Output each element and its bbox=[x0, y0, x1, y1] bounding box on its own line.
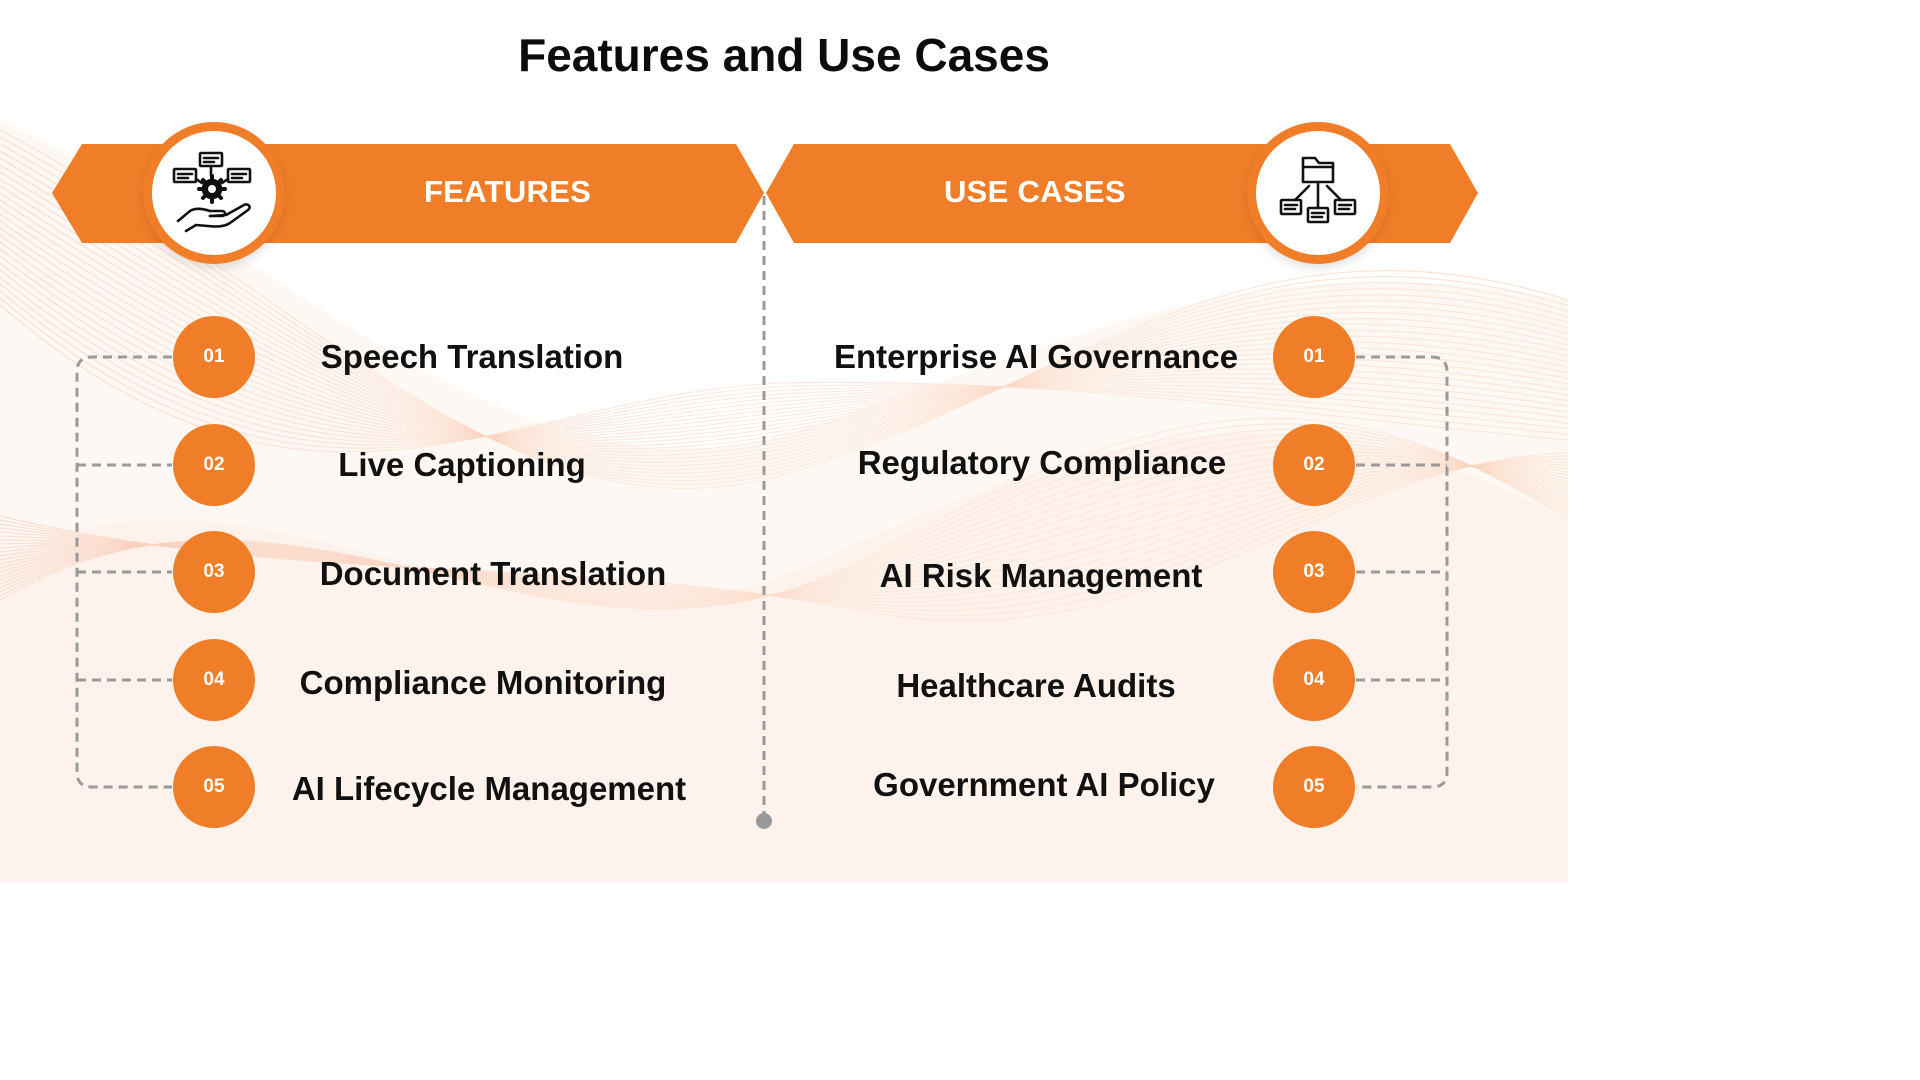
use-cases-header: USE CASES bbox=[944, 174, 1126, 209]
use-cases-item-label-03: AI Risk Management bbox=[879, 557, 1203, 594]
folder-hierarchy-icon bbox=[1279, 156, 1357, 224]
use-cases-item-label-04: Healthcare Audits bbox=[896, 667, 1176, 704]
wave-line bbox=[0, 283, 1568, 443]
use-cases-item-label-02: Regulatory Compliance bbox=[857, 444, 1227, 481]
wave-line bbox=[0, 297, 1568, 449]
hand-gear-network-icon bbox=[172, 151, 252, 233]
features-item-label-03: Document Translation bbox=[319, 555, 667, 592]
use-cases-icon-circle bbox=[1247, 122, 1389, 264]
features-badge-01: 01 bbox=[173, 316, 255, 398]
wave-line bbox=[0, 178, 1568, 463]
use-cases-item-label-01: Enterprise AI Governance bbox=[833, 338, 1239, 375]
wave-line bbox=[0, 276, 1568, 441]
wave-line bbox=[0, 304, 1568, 453]
features-item-label-01: Speech Translation bbox=[320, 338, 624, 375]
infographic: Features and Use Cases FEATURES USE CASE… bbox=[0, 29, 1568, 882]
wave-background bbox=[0, 120, 1568, 882]
use-cases-badge-02: 02 bbox=[1273, 424, 1355, 506]
use-cases-badge-05: 05 bbox=[1273, 746, 1355, 828]
features-icon-circle bbox=[143, 122, 285, 264]
use-cases-badge-01: 01 bbox=[1273, 316, 1355, 398]
wave-line bbox=[0, 423, 1568, 609]
features-badge-04: 04 bbox=[173, 639, 255, 721]
wave-line bbox=[0, 417, 1568, 610]
wave-line bbox=[0, 150, 1568, 478]
use-cases-badge-04: 04 bbox=[1273, 639, 1355, 721]
wave-line bbox=[0, 129, 1568, 489]
wave-line bbox=[0, 164, 1568, 471]
wave-line bbox=[0, 290, 1568, 446]
features-badge-05: 05 bbox=[173, 746, 255, 828]
wave-line bbox=[0, 157, 1568, 474]
wave-line bbox=[0, 136, 1568, 486]
wave-line bbox=[0, 143, 1568, 482]
features-header: FEATURES bbox=[424, 174, 592, 209]
wave-line bbox=[0, 458, 1568, 611]
features-item-label-02: Live Captioning bbox=[338, 446, 586, 483]
features-item-label-05: AI Lifecycle Management bbox=[291, 770, 687, 807]
page-title: Features and Use Cases bbox=[518, 29, 1050, 81]
features-badge-02: 02 bbox=[173, 424, 255, 506]
wave-line bbox=[0, 455, 1568, 617]
center-divider-end bbox=[756, 813, 772, 829]
wave-line bbox=[0, 452, 1568, 622]
wave-line bbox=[0, 462, 1568, 603]
use-cases-item-label-05: Government AI Policy bbox=[873, 766, 1215, 803]
wave-line bbox=[0, 460, 1568, 607]
wave-line bbox=[0, 171, 1568, 467]
features-badge-03: 03 bbox=[173, 531, 255, 613]
features-item-label-04: Compliance Monitoring bbox=[299, 664, 667, 701]
use-cases-badge-03: 03 bbox=[1273, 531, 1355, 613]
